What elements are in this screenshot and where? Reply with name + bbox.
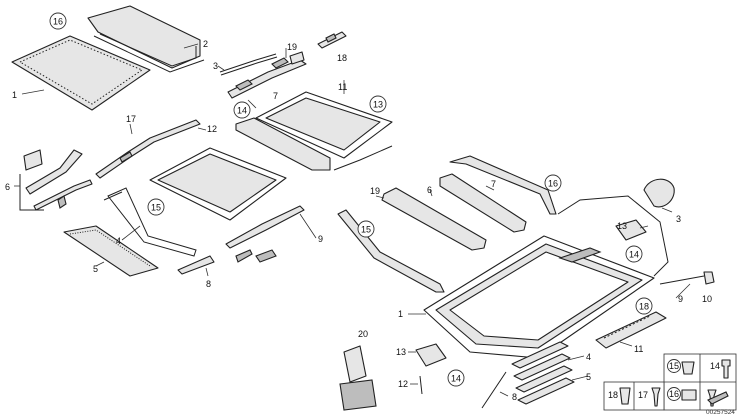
glass-panel-front [11, 35, 151, 111]
sunshade-frame-11 [235, 91, 393, 171]
slats-4-5 [511, 341, 575, 405]
callout-13-b: 13 [617, 221, 627, 231]
callout-1: 1 [12, 90, 17, 100]
callout-5: 5 [93, 264, 98, 274]
bolt-14-icon [721, 359, 731, 379]
table-label-15: 15 [669, 361, 679, 371]
callout-2: 2 [203, 39, 208, 49]
callout-15-b: 15 [361, 225, 371, 235]
callout-16: 16 [53, 17, 63, 27]
callout-15: 15 [151, 203, 161, 213]
callout-14: 14 [237, 106, 247, 116]
callout-6-b: 6 [427, 185, 432, 195]
crank-12 [419, 375, 423, 395]
screw-9 [659, 275, 705, 285]
arrow-icon [707, 391, 729, 405]
callout-6: 6 [5, 182, 10, 192]
document-number-text: 00257524 [706, 409, 735, 416]
clip-15-icon [681, 361, 695, 375]
table-label-16: 16 [669, 389, 679, 399]
nut-16-icon [681, 389, 697, 401]
callout-3-b: 3 [676, 214, 681, 224]
callout-13: 13 [373, 100, 383, 110]
callout-19-b: 19 [370, 186, 380, 196]
frame-4 [103, 187, 197, 257]
bracket-18 [317, 31, 347, 49]
callout-12: 12 [207, 124, 217, 134]
callout-9-b: 9 [678, 294, 683, 304]
drive-11 [595, 311, 667, 349]
rod-8 [481, 371, 507, 409]
callout-8: 8 [206, 279, 211, 289]
callout-19: 19 [287, 42, 297, 52]
callout-7-b: 7 [491, 179, 496, 189]
table-label-18: 18 [608, 390, 618, 400]
callout-3: 3 [213, 61, 218, 71]
callout-20: 20 [358, 329, 368, 339]
screw-17-icon [651, 387, 661, 407]
seal-strip-3 [219, 53, 278, 76]
guide-rail-left-6 [19, 149, 93, 211]
plug-10 [703, 271, 715, 285]
callout-9: 9 [318, 234, 323, 244]
document-number: 00257524 [706, 391, 735, 416]
callout-14-c: 14 [451, 374, 461, 384]
sunroof-frame-1 [423, 235, 655, 359]
leader-lines [14, 43, 691, 397]
callout-16-b: 16 [548, 179, 558, 189]
cover-16 [643, 178, 675, 208]
motor-13-bottom [415, 343, 447, 367]
table-label-14: 14 [710, 361, 720, 371]
callout-1-b: 1 [398, 309, 403, 319]
guide-rail-17 [95, 119, 201, 179]
clip-18-icon [619, 387, 631, 405]
wind-deflector-12 [333, 145, 393, 171]
small-parts-table: 15 14 18 17 16 [603, 353, 737, 411]
callout-14-b: 14 [629, 250, 639, 260]
mesh-5 [63, 225, 159, 277]
callout-18-b: 18 [639, 302, 649, 312]
callout-10: 10 [702, 294, 712, 304]
cable-set-9 [177, 205, 305, 275]
manual-kit-20 [339, 345, 377, 411]
motor-13 [615, 219, 647, 241]
callout-7: 7 [273, 91, 278, 101]
drain-hose-3 [557, 195, 669, 277]
callout-11: 11 [338, 82, 347, 92]
sunshade-15 [149, 147, 287, 221]
callout-12-b: 12 [398, 379, 408, 389]
callout-4: 4 [116, 236, 121, 246]
front-bracket-16 [449, 155, 557, 215]
table-label-17: 17 [638, 390, 648, 400]
frame-seal-19 [337, 209, 445, 293]
callout-18: 18 [337, 53, 347, 63]
callout-13-c: 13 [396, 347, 406, 357]
callout-5-b: 5 [586, 372, 591, 382]
callout-11-b: 11 [634, 344, 643, 354]
callout-4-b: 4 [586, 352, 591, 362]
cross-member-7 [439, 173, 527, 233]
callout-17: 17 [126, 114, 136, 124]
callout-labels: 16 2 3 1 19 18 14 7 11 13 17 12 6 15 4 5… [5, 12, 712, 402]
glass-panel-rear [87, 5, 205, 73]
rail-assembly-top [227, 51, 307, 99]
cross-member-6 [381, 187, 487, 251]
callout-8-b: 8 [512, 392, 517, 402]
